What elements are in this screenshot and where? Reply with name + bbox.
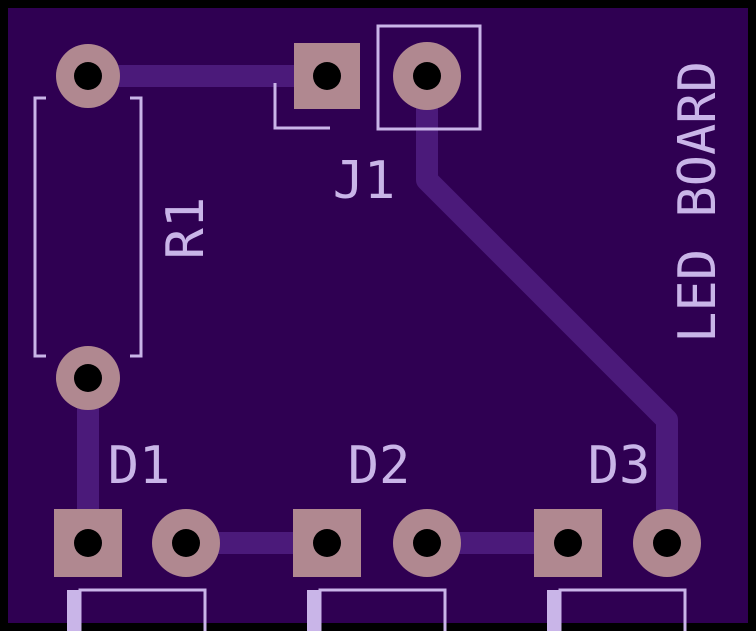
drill-hole — [172, 529, 200, 557]
drill-hole — [313, 529, 341, 557]
d1-outline — [78, 588, 207, 631]
drill-hole — [313, 62, 341, 90]
d2-cathode-mark — [307, 590, 319, 631]
d2-outline — [318, 588, 447, 631]
drill-holes — [74, 62, 681, 557]
led-cathode-marks — [67, 590, 559, 631]
r1-outline-right — [130, 96, 143, 358]
r1-outline-left — [33, 96, 46, 358]
drill-hole — [653, 529, 681, 557]
d3-cathode-mark — [547, 590, 559, 631]
drill-hole — [74, 62, 102, 90]
drill-hole — [554, 529, 582, 557]
d3-outline — [558, 588, 687, 631]
board-title: LED BOARD — [668, 61, 728, 343]
drill-hole — [74, 364, 102, 392]
d2-label: D2 — [348, 436, 411, 496]
d1-label: D1 — [108, 436, 171, 496]
d1-cathode-mark — [67, 590, 79, 631]
r1-label: R1 — [156, 197, 216, 260]
j1-label: J1 — [333, 151, 396, 211]
j1-pin1-bracket — [273, 83, 330, 130]
drill-hole — [74, 529, 102, 557]
j1-pin2-box — [376, 24, 482, 131]
drill-hole — [413, 529, 441, 557]
d3-label: D3 — [588, 436, 651, 496]
drill-hole — [413, 62, 441, 90]
silkscreen — [33, 24, 687, 631]
